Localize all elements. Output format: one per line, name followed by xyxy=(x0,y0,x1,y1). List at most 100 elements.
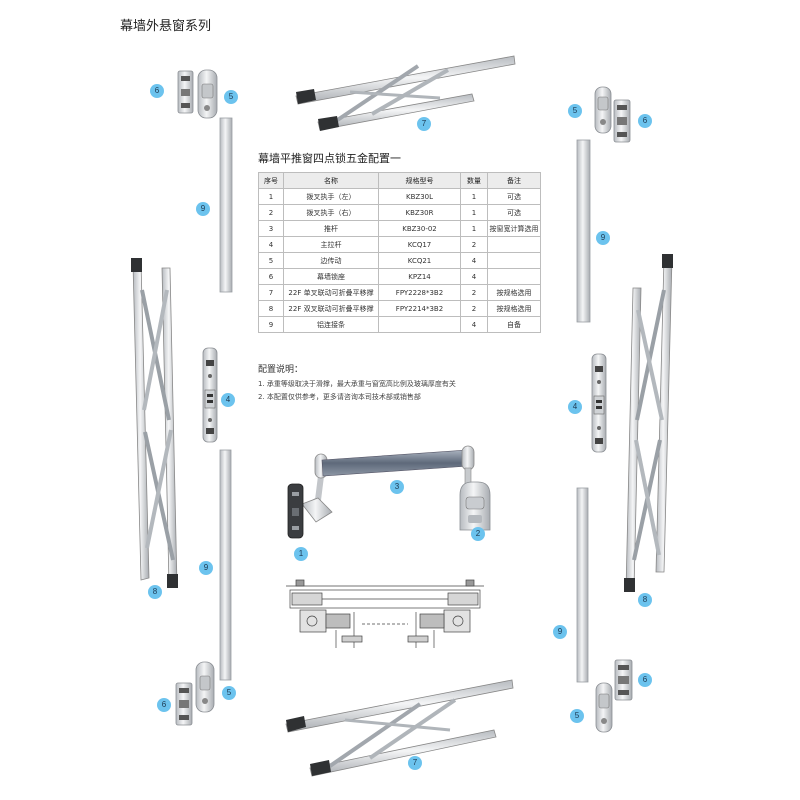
cell-remark xyxy=(487,236,541,253)
cell-model: KCQ21 xyxy=(378,252,461,269)
callout-marker: 3 xyxy=(390,480,404,494)
callout-marker: 2 xyxy=(471,527,485,541)
folding-stay-top xyxy=(295,55,516,131)
handle-left xyxy=(287,483,333,539)
callout-marker: 7 xyxy=(417,117,431,131)
callout-marker: 9 xyxy=(196,202,210,216)
cell-index: 8 xyxy=(258,300,284,317)
cell-model: KBZ30R xyxy=(378,204,461,221)
main-lock-right xyxy=(591,353,607,453)
cell-quantity: 1 xyxy=(460,220,488,237)
connecting-strip-right-upper xyxy=(576,139,591,323)
cell-name: 22F 单叉联动可折叠平移撑 xyxy=(283,284,379,301)
section-drawing xyxy=(286,579,484,648)
callout-marker: 6 xyxy=(157,698,171,712)
cell-name: 铝连接条 xyxy=(283,316,379,333)
callout-marker: 6 xyxy=(150,84,164,98)
cell-remark: 按规格选用 xyxy=(487,300,541,317)
edge-drive-bottom-right xyxy=(595,682,613,733)
edge-drive-bottom-left xyxy=(195,661,215,713)
callout-marker: 5 xyxy=(568,104,582,118)
cell-name: 幕墙锁座 xyxy=(283,268,379,285)
handle-right xyxy=(459,481,491,531)
table-header-quantity: 数量 xyxy=(460,172,488,189)
cell-model: KCQ17 xyxy=(378,236,461,253)
cell-remark: 可选 xyxy=(487,188,541,205)
cell-name: 边传动 xyxy=(283,252,379,269)
cell-name: 主拉杆 xyxy=(283,236,379,253)
folding-stay-right xyxy=(624,254,673,592)
callout-marker: 5 xyxy=(224,90,238,104)
cell-index: 1 xyxy=(258,188,284,205)
callout-marker: 9 xyxy=(199,561,213,575)
callout-marker: 9 xyxy=(553,625,567,639)
callout-marker: 4 xyxy=(221,393,235,407)
lock-seat-top-left xyxy=(177,70,194,114)
callout-marker: 7 xyxy=(408,756,422,770)
cell-quantity: 2 xyxy=(460,300,488,317)
callout-marker: 9 xyxy=(596,231,610,245)
cell-name: 22F 双叉联动可折叠平移撑 xyxy=(283,300,379,317)
callout-marker: 8 xyxy=(638,593,652,607)
lock-seat-top-right xyxy=(613,99,631,143)
cell-name: 推杆 xyxy=(283,220,379,237)
cell-remark xyxy=(487,252,541,269)
table-header-remark: 备注 xyxy=(487,172,541,189)
cell-name: 拨叉执手（左） xyxy=(283,188,379,205)
lock-seat-bottom-left xyxy=(175,682,193,726)
cell-model: FPY2214*3B2 xyxy=(378,300,461,317)
callout-marker: 6 xyxy=(638,114,652,128)
cell-quantity: 1 xyxy=(460,188,488,205)
lock-seat-bottom-right xyxy=(614,659,633,701)
page-title: 幕墙外悬窗系列 xyxy=(120,19,212,34)
callout-marker: 4 xyxy=(568,400,582,414)
cell-quantity: 2 xyxy=(460,284,488,301)
cell-index: 3 xyxy=(258,220,284,237)
folding-stay-bottom xyxy=(285,679,514,777)
cell-quantity: 1 xyxy=(460,204,488,221)
cell-index: 2 xyxy=(258,204,284,221)
table-header-index: 序号 xyxy=(258,172,284,189)
cell-model: KPZ14 xyxy=(378,268,461,285)
cell-index: 6 xyxy=(258,268,284,285)
callout-marker: 5 xyxy=(222,686,236,700)
cell-name: 拨叉执手（右） xyxy=(283,204,379,221)
cell-model: KBZ30-02 xyxy=(378,220,461,237)
cell-index: 9 xyxy=(258,316,284,333)
cell-model: KBZ30L xyxy=(378,188,461,205)
cell-model: FPY2228*3B2 xyxy=(378,284,461,301)
connecting-strip-left-upper xyxy=(219,117,233,293)
callout-marker: 1 xyxy=(294,547,308,561)
edge-drive-top-right xyxy=(594,86,612,134)
callout-marker: 6 xyxy=(638,673,652,687)
edge-drive-top-left xyxy=(197,69,218,119)
callout-marker: 5 xyxy=(570,709,584,723)
cell-remark xyxy=(487,268,541,285)
cell-remark: 按窗宽计算选用 xyxy=(487,220,541,237)
folding-stay-left xyxy=(131,258,178,588)
cell-quantity: 4 xyxy=(460,316,488,333)
callout-marker: 8 xyxy=(148,585,162,599)
notes-heading: 配置说明： xyxy=(258,365,304,375)
cell-quantity: 4 xyxy=(460,268,488,285)
table-header-row: 序号名称规格型号数量备注 xyxy=(258,172,541,189)
table-header-name: 名称 xyxy=(283,172,379,189)
cell-remark: 可选 xyxy=(487,204,541,221)
connecting-strip-left-lower xyxy=(219,449,232,681)
cell-quantity: 2 xyxy=(460,236,488,253)
cell-index: 7 xyxy=(258,284,284,301)
cell-remark: 按规格选用 xyxy=(487,284,541,301)
cell-remark: 自备 xyxy=(487,316,541,333)
